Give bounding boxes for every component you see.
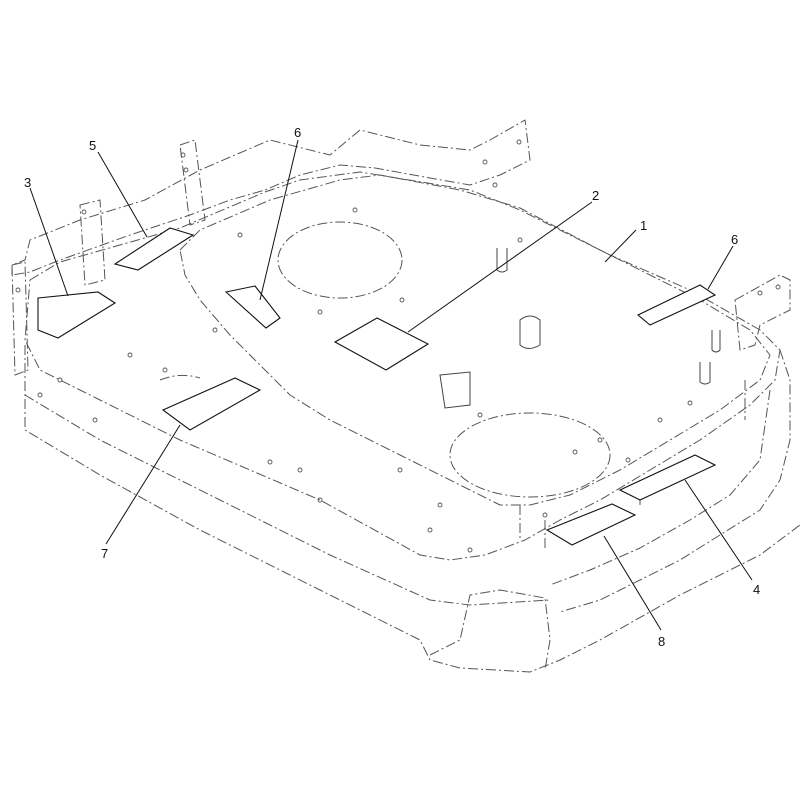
- leader-8: [603, 535, 662, 631]
- leader-3: [29, 187, 69, 297]
- mower-deck: [11, 119, 800, 673]
- callout-6-right: 6: [731, 232, 738, 247]
- decal-6-right: [636, 284, 717, 326]
- leader-7: [105, 424, 181, 545]
- decal-7: [161, 377, 262, 431]
- callout-2: 2: [592, 188, 599, 203]
- leader-4: [684, 479, 753, 581]
- leader-6-left: [259, 139, 299, 301]
- mounting-holes: [15, 139, 781, 553]
- callout-numbers: 1 2 3 4 5 6 6 7 8: [24, 125, 760, 649]
- leader-1: [604, 229, 637, 263]
- callout-1: 1: [640, 218, 647, 233]
- decal-4: [618, 454, 717, 501]
- decal-8: [545, 503, 637, 546]
- decals: [37, 227, 717, 546]
- callout-5: 5: [89, 138, 96, 153]
- callout-8: 8: [658, 634, 665, 649]
- callout-3: 3: [24, 175, 31, 190]
- decal-5: [113, 227, 195, 271]
- leader-2: [407, 201, 593, 333]
- leader-lines: [29, 139, 753, 631]
- decal-6-left: [224, 285, 281, 329]
- leader-6-right: [707, 245, 734, 290]
- decal-2: [333, 317, 430, 371]
- callout-4: 4: [753, 582, 760, 597]
- decal-1: [37, 291, 117, 339]
- callout-6-left: 6: [294, 125, 301, 140]
- leader-5: [97, 151, 148, 238]
- callout-7: 7: [101, 546, 108, 561]
